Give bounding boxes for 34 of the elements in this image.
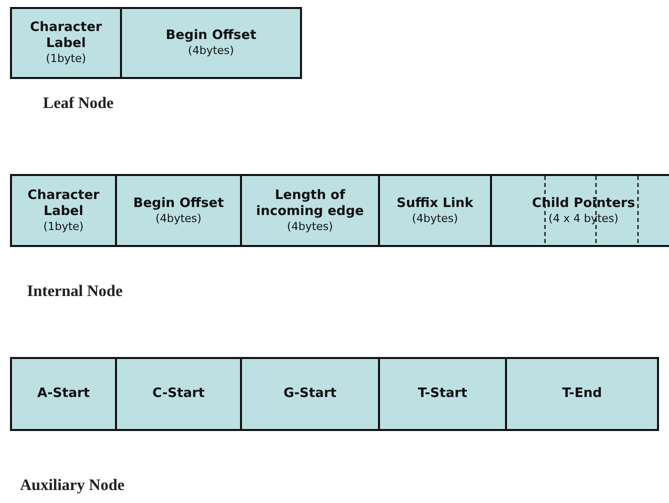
field-size: (4bytes): [287, 220, 333, 234]
field-size: (4bytes): [412, 212, 458, 226]
field-name: T-Start: [418, 386, 468, 402]
field-name: Length of incoming edge: [255, 188, 365, 220]
record-caption: Leaf Node: [43, 95, 114, 113]
field-size: (4 x 4 bytes): [548, 212, 618, 226]
field-name: Child Pointers: [532, 196, 635, 212]
field-cell: [490, 174, 669, 247]
record-caption: Internal Node: [27, 283, 123, 301]
field-name: Begin Offset: [133, 196, 224, 212]
field-name: C-Start: [152, 386, 205, 402]
field-cell: [115, 174, 242, 247]
field-cell: [10, 174, 117, 247]
field-cell: [378, 357, 507, 431]
field-cell: [115, 357, 242, 431]
field-size: (4bytes): [156, 212, 202, 226]
field-cell: [505, 357, 659, 431]
field-cell: [240, 174, 380, 247]
field-name: Character Label: [29, 20, 103, 52]
field-cell: [378, 174, 492, 247]
field-size: (1byte): [43, 220, 84, 234]
field-cell: [120, 7, 302, 79]
field-size: (1byte): [46, 52, 86, 66]
field-name: Character Label: [26, 188, 100, 220]
record-caption: Auxiliary Node: [20, 477, 124, 495]
field-name: A-Start: [37, 386, 90, 402]
field-cell: [240, 357, 380, 431]
field-name: Begin Offset: [166, 28, 256, 44]
field-cell: [10, 357, 117, 431]
field-name: Suffix Link: [396, 196, 474, 212]
field-name: G-Start: [283, 386, 337, 402]
field-name: T-End: [562, 386, 602, 402]
field-cell: [10, 7, 122, 79]
field-size: (4bytes): [188, 44, 234, 58]
